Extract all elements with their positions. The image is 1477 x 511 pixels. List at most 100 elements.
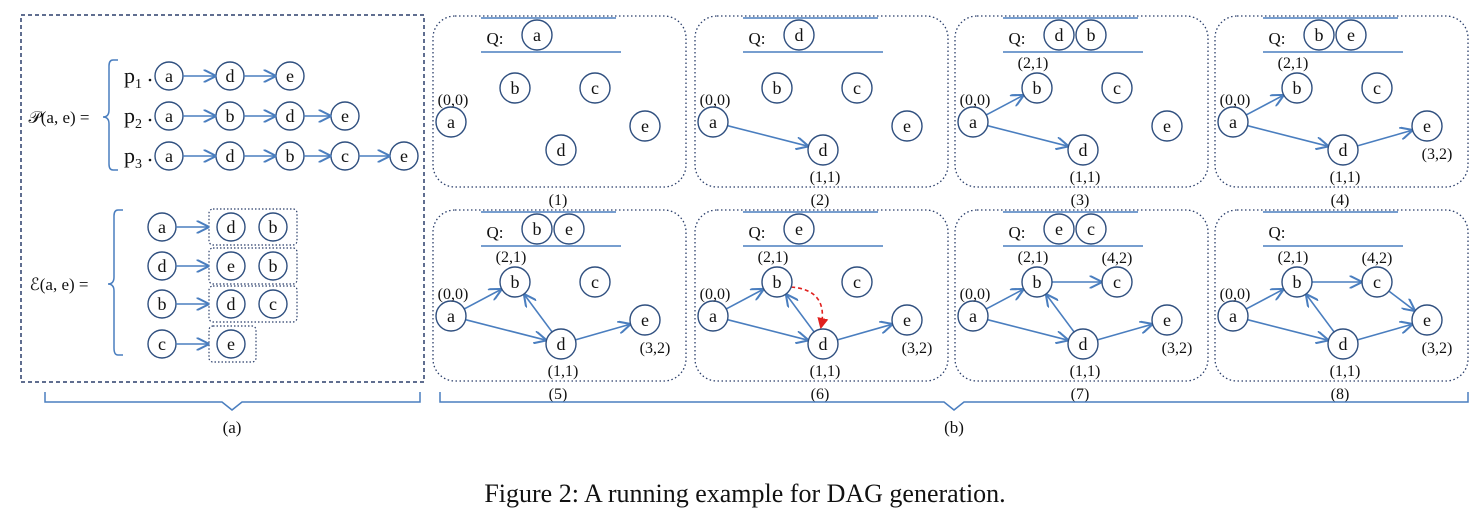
dag-edge-a-d <box>465 318 546 340</box>
edge-target-d-e: e <box>216 251 246 281</box>
dag-node-a-circle <box>697 106 729 138</box>
edge-source-c-label: c <box>158 334 166 354</box>
queue-label: Q: <box>749 223 766 242</box>
queue-label: Q: <box>1269 223 1286 242</box>
dag-node-a-circle <box>957 300 989 332</box>
part-a-label: (a) <box>223 418 242 437</box>
dag-node-a-label: a <box>709 306 717 326</box>
queue-item-b-label: b <box>533 219 542 239</box>
edge-source-b: b <box>147 289 177 319</box>
dag-node-c-circle <box>1361 72 1393 104</box>
step-box <box>432 209 687 382</box>
dag-edge-d-b <box>787 295 815 333</box>
coord-c: (4,2) <box>1102 250 1133 267</box>
path-name-sub: 3 <box>135 157 142 172</box>
coord-e: (3,2) <box>1162 340 1193 357</box>
queue-label: Q: <box>1009 29 1026 48</box>
dag-node-d-circle <box>1067 328 1099 360</box>
edge-target-d-b-circle <box>258 251 288 281</box>
dag-node-c-label: c <box>853 78 861 98</box>
step-box <box>1214 15 1469 188</box>
dag-node-a-label: a <box>1229 112 1237 132</box>
queue-item-e-label: e <box>565 219 573 239</box>
edge-target-c-e-circle <box>216 329 246 359</box>
path-3-node-b: b <box>275 141 305 171</box>
dag-node-e: e <box>629 110 661 142</box>
queue-item-d: d <box>1043 19 1075 51</box>
dag-node-d: d <box>545 328 577 360</box>
dag-node-d-label: d <box>819 334 828 354</box>
dag-node-d-circle <box>1327 328 1359 360</box>
dag-node-d-label: d <box>557 140 566 160</box>
path-name-sub: 2 <box>135 117 142 132</box>
edge-target-b-c-circle <box>258 289 288 319</box>
brace-b <box>439 392 1469 411</box>
dag-node-c-label: c <box>591 272 599 292</box>
queue-item-b: b <box>1075 19 1107 51</box>
dag-node-b-label: b <box>1293 78 1302 98</box>
dag-node-b: b <box>761 266 793 298</box>
coord-d: (1,1) <box>1070 363 1101 380</box>
queue-item-e: e <box>1335 19 1367 51</box>
step-label: (1) <box>549 192 568 209</box>
queue-label: Q: <box>487 223 504 242</box>
path-name-main: p <box>124 143 135 168</box>
coord-a: (0,0) <box>700 286 731 303</box>
dag-node-a: a <box>957 106 989 138</box>
dag-node-a: a <box>435 300 467 332</box>
queue-item-e-label: e <box>1347 25 1355 45</box>
queue-item-e-circle <box>553 213 585 245</box>
dag-node-c: c <box>841 266 873 298</box>
path-3-node-a-label: a <box>165 146 173 166</box>
path-2-node-b: b <box>215 101 245 131</box>
part-b-label: (b) <box>944 418 964 437</box>
dag-node-b-label: b <box>1033 272 1042 292</box>
dag-edge-d-e <box>575 324 629 341</box>
queue-item-c-circle <box>1075 213 1107 245</box>
dag-edge-a-b <box>985 96 1023 116</box>
dag-node-c-circle <box>1101 72 1133 104</box>
queue-item-d: d <box>783 19 815 51</box>
coord-b: (2,1) <box>1018 249 1049 266</box>
edge-targets-box-b <box>208 285 298 323</box>
dag-node-c-circle <box>841 72 873 104</box>
coord-e: (3,2) <box>1422 340 1453 357</box>
dag-node-a: a <box>697 300 729 332</box>
dag-node-b: b <box>499 72 531 104</box>
dag-node-c-label: c <box>1373 78 1381 98</box>
dag-node-a-label: a <box>447 306 455 326</box>
coord-b: (2,1) <box>1278 249 1309 266</box>
step-box <box>694 209 949 382</box>
dag-node-c: c <box>1361 72 1393 104</box>
dag-node-e-label: e <box>1423 310 1431 330</box>
coord-a: (0,0) <box>960 286 991 303</box>
edge-source-a-label: a <box>158 217 166 237</box>
path-2-node-d-label: d <box>286 106 295 126</box>
queue-item-b-circle <box>1303 19 1335 51</box>
queue-item-d-circle <box>1043 19 1075 51</box>
edge-target-c-e: e <box>216 329 246 359</box>
coord-b: (2,1) <box>758 249 789 266</box>
coord-d: (1,1) <box>1070 169 1101 186</box>
dag-node-a: a <box>1217 300 1249 332</box>
coord-a: (0,0) <box>960 92 991 109</box>
dag-node-d-circle <box>1067 134 1099 166</box>
dag-edge-a-d <box>1247 124 1328 146</box>
dag-node-e-circle <box>891 304 923 336</box>
edge-source-d: d <box>147 251 177 281</box>
path-3-node-e: e <box>389 141 419 171</box>
dag-node-a-label: a <box>709 112 717 132</box>
dag-node-a-circle <box>957 106 989 138</box>
dag-edge-d-e <box>1357 324 1411 341</box>
dag-edge-a-d <box>987 124 1068 146</box>
edge-targets-box-d <box>208 247 298 285</box>
edge-source-c: c <box>147 329 177 359</box>
dag-node-e-circle <box>891 110 923 142</box>
dag-node-c-circle <box>841 266 873 298</box>
path-name-main: p <box>124 63 135 88</box>
step-label: (2) <box>811 192 830 209</box>
step-label: (5) <box>549 386 568 403</box>
